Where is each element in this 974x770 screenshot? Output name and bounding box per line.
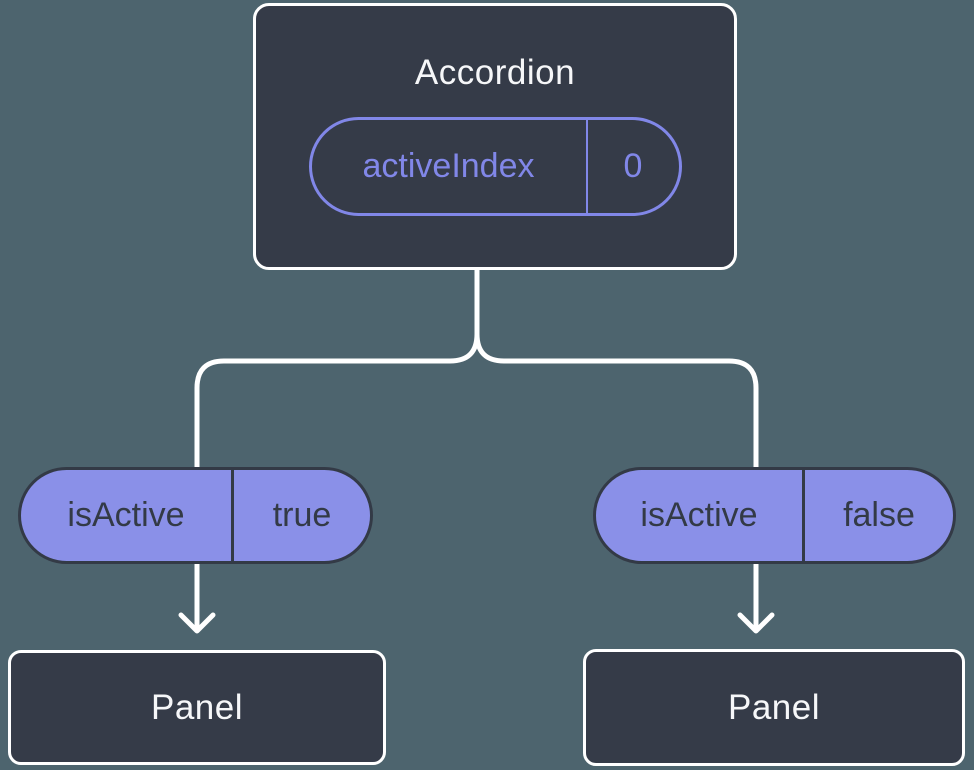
- arrow-down-icon: [737, 612, 775, 634]
- prop-pill-name: isActive: [640, 496, 758, 534]
- panel-node-title: Panel: [727, 688, 821, 727]
- panel-node-right: Panel: [583, 649, 965, 766]
- prop-pill-isactive-left: isActive true: [18, 467, 373, 564]
- prop-pill-value: true: [231, 470, 370, 561]
- prop-pill-value: false: [802, 470, 953, 561]
- arrow-down-icon: [178, 612, 216, 634]
- panel-node-left: Panel: [8, 650, 386, 765]
- panel-node-title: Panel: [150, 688, 244, 727]
- connector-branch-left: [194, 263, 480, 630]
- accordion-node-title: Accordion: [414, 53, 576, 92]
- state-pill-activeindex: activeIndex 0: [308, 117, 682, 216]
- accordion-node: Accordion activeIndex 0: [253, 3, 737, 270]
- prop-pill-name: isActive: [67, 496, 185, 534]
- state-pill-value: 0: [585, 120, 679, 213]
- connector-branch-right: [474, 263, 759, 630]
- state-pill-name: activeIndex: [362, 147, 535, 185]
- prop-pill-isactive-right: isActive false: [593, 467, 956, 564]
